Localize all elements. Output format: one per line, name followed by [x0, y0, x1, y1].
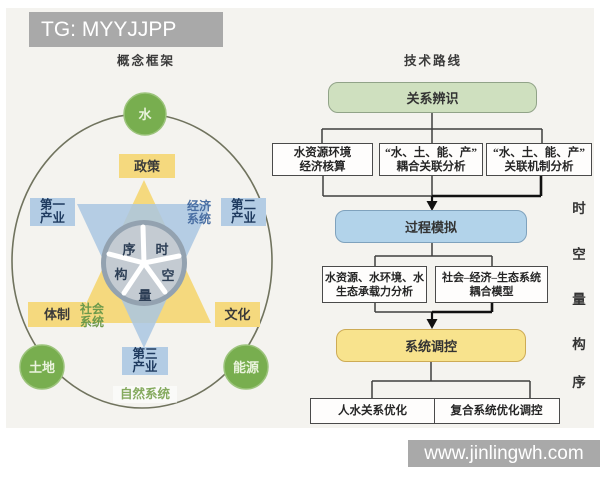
flow-arrowheads [426, 196, 438, 329]
box4-line1: 水资源、水环境、水 [325, 271, 424, 284]
policy-box: 政策 [119, 154, 175, 178]
box5-line2: 耦合模型 [469, 285, 514, 298]
primary-industry-line1: 第一 [39, 198, 65, 212]
social-system-line1: 社会 [79, 302, 104, 316]
dimension-space: 空 [572, 247, 586, 262]
secondary-industry-line1: 第二 [230, 198, 256, 212]
economic-system-label: 经济 系统 [181, 199, 217, 227]
box4-line2: 生态承载力分析 [336, 285, 413, 298]
box-coupled-model: 社会–经济–生态系统 耦合模型 [435, 266, 548, 303]
economic-system-line2: 系统 [186, 212, 211, 226]
stage-relationship-identification: 关系辨识 [328, 82, 537, 113]
tertiary-industry-line2: 产业 [132, 360, 158, 374]
primary-industry-box: 第一 产业 [30, 198, 75, 226]
dimension-quantity: 量 [572, 292, 586, 307]
institution-box: 体制 [28, 302, 86, 327]
culture-label: 文化 [224, 307, 251, 322]
box3-line2: 关联机制分析 [504, 160, 574, 173]
box-water-env-accounting: 水资源环境 经济核算 [272, 143, 373, 176]
box-relation-mechanism-analysis: “水、土、能、产” 关联机制分析 [486, 143, 592, 176]
culture-box: 文化 [215, 302, 260, 327]
dimension-time: 时 [572, 201, 586, 216]
box5-line1: 社会–经济–生态系统 [442, 271, 541, 284]
secondary-industry-box: 第二 产业 [221, 198, 266, 226]
wheel-label-xu: 序 [122, 242, 135, 257]
box3-line1: “水、土、能、产” [493, 146, 585, 159]
secondary-industry-line2: 产业 [230, 211, 256, 225]
land-node-circle [19, 344, 65, 390]
flowchart-connectors-bold [432, 176, 543, 314]
box6-label: 人水关系优化 [338, 405, 407, 417]
box7-label: 复合系统优化调控 [450, 405, 543, 417]
stage1-label: 关系辨识 [406, 91, 459, 106]
stage3-label: 系统调控 [404, 339, 457, 354]
stage-system-regulation: 系统调控 [336, 329, 526, 362]
policy-label: 政策 [133, 158, 160, 174]
water-node-circle [123, 92, 167, 136]
land-node-label: 土地 [29, 360, 55, 375]
social-system-label: 社会 系统 [75, 302, 109, 330]
right-panel-title: 技术路线 [403, 54, 462, 68]
tertiary-industry-box: 第三 产业 [122, 347, 168, 375]
dimension-structure: 构 [572, 337, 586, 352]
energy-node-circle [223, 344, 269, 390]
energy-node-label: 能源 [233, 360, 259, 375]
stage-process-simulation: 过程模拟 [335, 210, 527, 243]
social-system-line2: 系统 [79, 315, 104, 329]
tertiary-industry-line1: 第三 [132, 347, 158, 361]
box1-line2: 经济核算 [299, 160, 346, 173]
box1-line1: 水资源环境 [293, 146, 352, 159]
box-human-water-optimization: 人水关系优化 [310, 398, 435, 424]
wheel-label-liang: 量 [138, 288, 151, 303]
dimension-order: 序 [572, 375, 586, 390]
left-panel-title: 概念框架 [116, 54, 175, 68]
stage2-label: 过程模拟 [404, 220, 457, 235]
box-carrying-capacity-analysis: 水资源、水环境、水 生态承载力分析 [322, 266, 427, 303]
wheel-label-gou: 构 [114, 267, 127, 282]
primary-industry-line2: 产业 [39, 211, 65, 225]
wheel-dividers [106, 224, 182, 296]
wheel-label-shi: 时 [155, 242, 168, 257]
economic-system-line1: 经济 [186, 199, 211, 213]
flowchart-connectors [321, 113, 543, 398]
natural-system-label: 自然系统 [113, 386, 177, 403]
wheel-label-kong: 空 [161, 268, 174, 283]
box-composite-system-regulation: 复合系统优化调控 [433, 398, 560, 424]
box2-line1: “水、土、能、产” [385, 146, 477, 159]
box2-line2: 耦合关联分析 [396, 160, 466, 173]
watermark-bottom-badge: www.jinlingwh.com [408, 440, 600, 467]
water-node-label: 水 [138, 107, 152, 122]
watermark-top-badge: TG: MYYJJPP [29, 12, 223, 47]
box-coupling-relation-analysis: “水、土、能、产” 耦合关联分析 [379, 143, 483, 176]
institution-label: 体制 [43, 307, 70, 322]
